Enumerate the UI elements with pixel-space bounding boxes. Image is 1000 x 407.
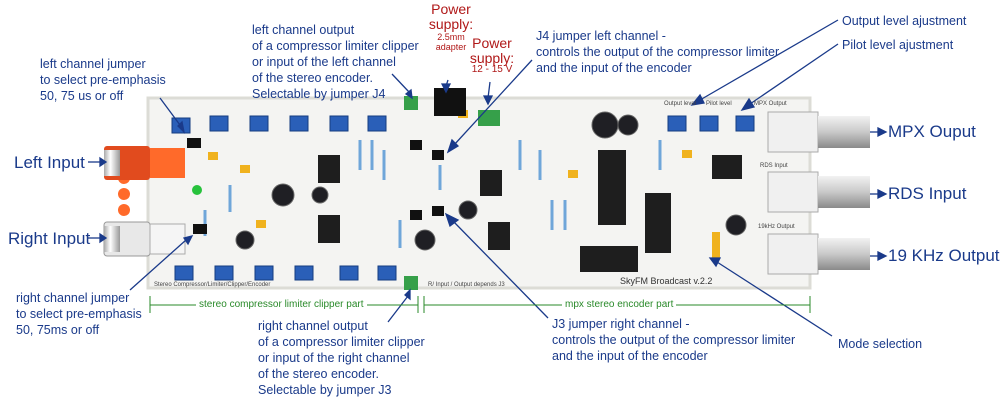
- right-output-label: right channel output of a compressor lim…: [258, 319, 425, 397]
- left-input-label: Left Input: [14, 153, 85, 172]
- left-jumper-label: left channel jumper to select pre-emphas…: [40, 57, 166, 103]
- board-silk-mpx: MPX Output: [754, 101, 787, 107]
- power-supply-voltage: 12 - 15 V: [471, 64, 513, 75]
- ic-chips: [318, 150, 742, 272]
- resistors: [203, 140, 662, 248]
- trimmer-row-bottom: [174, 265, 397, 281]
- right-input-label: Right Input: [8, 229, 91, 248]
- bnc-connectors: [767, 111, 870, 275]
- khz-output-label: 19 KHz Output: [888, 246, 1000, 265]
- jumper-headers: [187, 138, 444, 234]
- rca-jack-left: [104, 146, 185, 180]
- j3-label: J3 jumper right channel - controls the o…: [552, 317, 796, 363]
- board-silk-19k: 19kHz Output: [758, 224, 795, 230]
- power-supply-title-1: Power supply:: [428, 1, 474, 32]
- connectors: [404, 88, 500, 290]
- power-supply-adapter: 2.5mm adapter: [435, 32, 467, 52]
- annotation-arrows: [88, 19, 888, 337]
- board-silk-io: R/ Input / Output depends J3: [428, 282, 505, 288]
- mpx-output-label: MPX Ouput: [888, 122, 976, 141]
- power-supply-title-2: Power supply:: [469, 35, 515, 66]
- mpx-part-label: mpx stereo encoder part: [562, 299, 677, 310]
- pilot-level-label: Pilot level ajustment: [842, 38, 954, 52]
- left-output-label: left channel output of a compressor limi…: [252, 23, 419, 101]
- right-jumper-label: right channel jumper to select pre-empha…: [16, 291, 142, 337]
- rds-input-label: RDS Input: [888, 184, 967, 203]
- output-level-label: Output level ajustment: [842, 14, 967, 28]
- board-brand: SkyFM Broadcast v.2.2: [620, 276, 713, 286]
- capacitors: [235, 111, 747, 251]
- board-silk-pilot: Pilot level: [706, 101, 732, 107]
- j4-label: J4 jumper left channel - controls the ou…: [536, 29, 780, 75]
- board-silk-rds: RDS Input: [760, 163, 788, 169]
- board-silk-out-level: Output level: [664, 101, 697, 107]
- trimmer-row-top: [171, 115, 755, 134]
- stereo-part-label: stereo compressor limiter clipper part: [196, 299, 367, 310]
- mode-selection-label: Mode selection: [838, 337, 923, 351]
- board-silk-left: Stereo Compressor/Limiter/Clipper/Encode…: [154, 282, 271, 288]
